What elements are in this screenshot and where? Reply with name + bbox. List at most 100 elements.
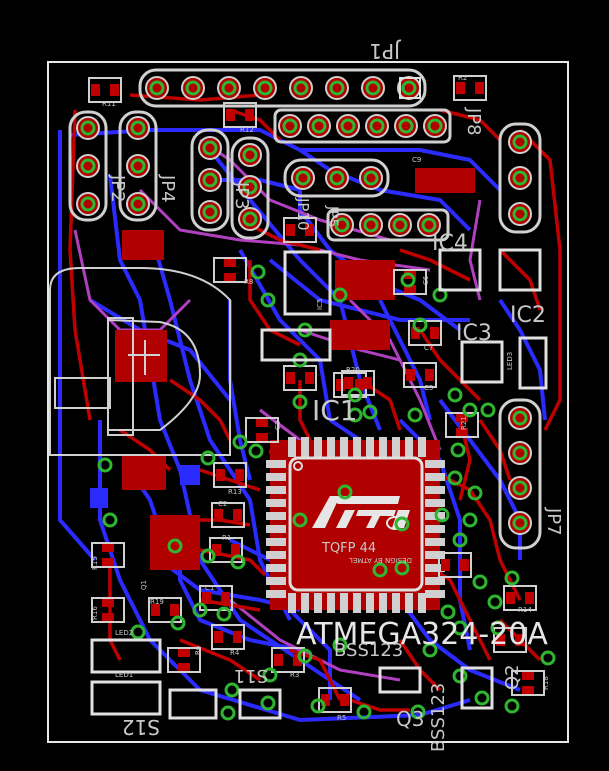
pin-ring [398, 118, 414, 134]
pin-pad [359, 166, 383, 190]
label-q2: Q2 [502, 664, 523, 690]
smd-pad [170, 604, 179, 616]
smd-pad [355, 379, 364, 391]
smd-pad [456, 428, 468, 436]
pin-pad [394, 114, 418, 138]
pin-ring [295, 170, 311, 186]
smd-pad [224, 273, 236, 281]
smd-silk [213, 462, 247, 488]
smd-part [403, 362, 437, 388]
smd-pad [102, 558, 114, 566]
pin-pad [397, 76, 421, 100]
pin-pad [76, 154, 100, 178]
label-jp7: JP7 [543, 507, 564, 536]
via [170, 615, 186, 631]
pin-ring [369, 118, 385, 134]
label-c7: C7 [424, 344, 433, 352]
label-jp4: JP4 [157, 174, 178, 203]
via [394, 560, 410, 576]
via [462, 402, 478, 418]
smd-pad [522, 686, 534, 694]
pin-pad [126, 192, 150, 216]
smd-part [213, 257, 247, 283]
via [248, 443, 264, 459]
label-chip-note: DESIGN BY ATMEL [349, 556, 412, 564]
via [192, 602, 208, 618]
label-jp5: JP5 [324, 205, 340, 227]
via [337, 484, 353, 500]
smd-part [493, 627, 527, 653]
pin-ring [401, 80, 417, 96]
smd-silk [445, 412, 479, 438]
via [434, 507, 450, 523]
smd-silk [271, 647, 305, 673]
smd-pad [202, 592, 211, 604]
smd-part [148, 597, 182, 623]
crystal-outline [49, 267, 231, 456]
label-r15: R15 [91, 556, 99, 570]
via [216, 606, 232, 622]
smd-part [91, 597, 125, 623]
smd-pad [430, 327, 439, 339]
label-c6: C6 [422, 275, 430, 285]
pin-pad [359, 213, 383, 237]
label-r1: R1 [222, 534, 231, 542]
smd-silk [91, 542, 125, 568]
pin-ring [512, 445, 528, 461]
smd-part [245, 417, 279, 443]
via [504, 570, 520, 586]
smd-pad [231, 544, 240, 556]
board-outline [47, 61, 569, 743]
smd-pad [525, 592, 534, 604]
pin-ring [80, 120, 96, 136]
pin-ring [392, 217, 408, 233]
pin-pad [423, 114, 447, 138]
smd-part [438, 552, 472, 578]
label-r12: R12 [240, 126, 254, 134]
smd-part [211, 624, 245, 650]
pin-ring [329, 170, 345, 186]
via [167, 538, 183, 554]
via [130, 624, 146, 640]
label-jp8: JP8 [463, 107, 484, 136]
via [412, 317, 428, 333]
pin-pad [289, 76, 313, 100]
via [356, 704, 372, 720]
pin-ring [80, 158, 96, 174]
smd-silk [393, 269, 427, 295]
pin-ring [512, 170, 528, 186]
via [452, 668, 468, 684]
via [487, 594, 503, 610]
pin-pad [181, 76, 205, 100]
label-r19: R19 [150, 598, 164, 606]
pin-pad [126, 154, 150, 178]
pin-ring [202, 140, 218, 156]
smd-silk [438, 552, 472, 578]
smd-part [283, 217, 317, 243]
pin-ring [512, 134, 528, 150]
smd-part [167, 647, 201, 673]
via [332, 637, 348, 653]
label-r16: R16 [91, 606, 99, 620]
smd-pad [456, 414, 468, 422]
pin-rings [76, 76, 532, 535]
label-c1: C1 [205, 584, 214, 592]
via [230, 554, 246, 570]
smd-pad [178, 663, 190, 671]
via [450, 442, 466, 458]
label-r11: R11 [102, 100, 116, 108]
via [474, 690, 490, 706]
pin-pad [217, 76, 241, 100]
pin-pad [508, 202, 532, 226]
via [347, 387, 363, 403]
label-q3: Q3 [396, 707, 424, 731]
smd-pad [216, 469, 225, 481]
via [452, 620, 468, 636]
label-ic2: IC2 [510, 303, 546, 328]
pin-pad [508, 166, 532, 190]
smd-silk [403, 362, 437, 388]
label-r4: R4 [230, 649, 240, 657]
smd-silk [453, 75, 487, 101]
smd-pad [305, 372, 314, 384]
via [452, 532, 468, 548]
